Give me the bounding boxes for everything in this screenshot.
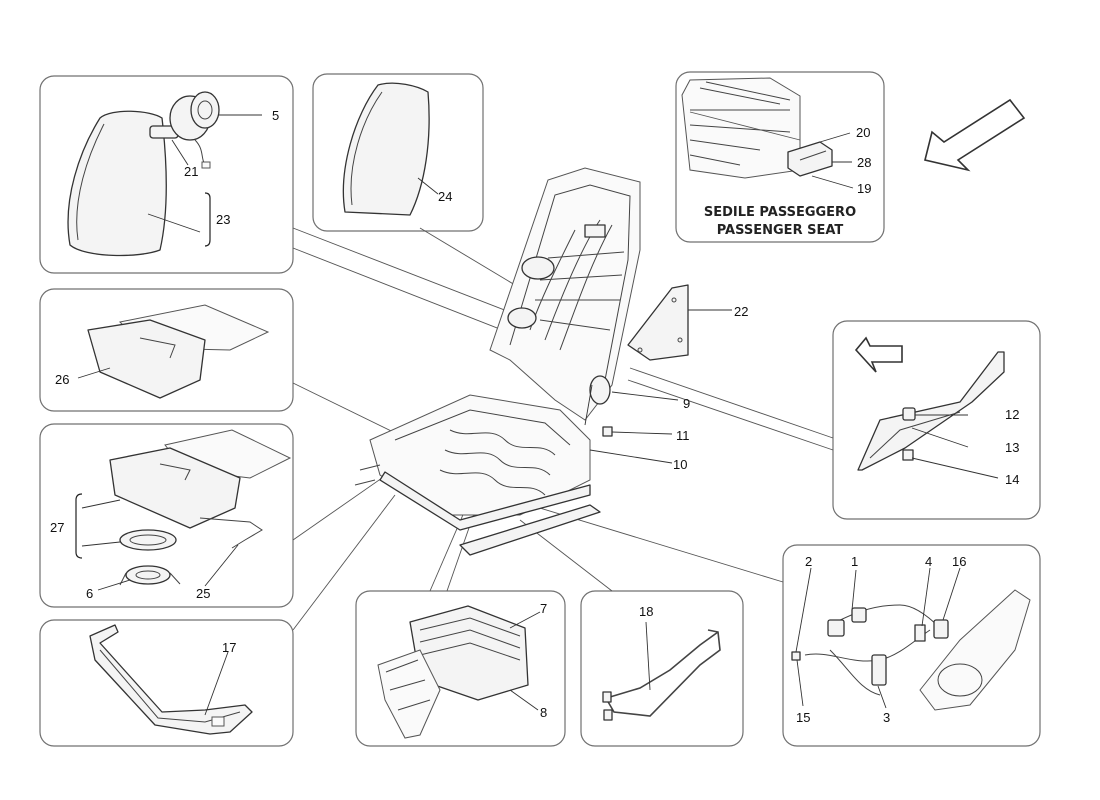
callout-8: 8 <box>540 705 547 720</box>
passenger-seat-drawing <box>681 77 854 189</box>
seat-cushion-drawing <box>77 304 270 399</box>
callout-15: 15 <box>796 710 810 725</box>
backrest-cover-drawing <box>342 82 439 216</box>
cable-drawing <box>602 621 721 721</box>
callout-17: 17 <box>222 640 236 655</box>
callout-21: 21 <box>184 164 198 179</box>
callout-6: 6 <box>86 586 93 601</box>
panel-cable <box>580 590 744 747</box>
callout-13: 13 <box>1005 440 1019 455</box>
callout-25: 25 <box>196 586 210 601</box>
callout-3: 3 <box>883 710 890 725</box>
callout-22: 22 <box>734 304 748 319</box>
wiring-harness-drawing <box>791 567 1031 711</box>
front-direction-arrow-icon <box>924 98 1026 172</box>
callout-11: 11 <box>676 428 690 443</box>
callout-12: 12 <box>1005 407 1019 422</box>
callout-10: 10 <box>673 457 687 472</box>
crossbar-drawing <box>89 624 253 735</box>
side-trim-drawing <box>854 336 1005 479</box>
callout-19: 19 <box>857 181 871 196</box>
callout-7: 7 <box>540 601 547 616</box>
headrest-drawing <box>67 91 262 257</box>
panel-connector-lines <box>292 121 834 631</box>
callout-18: 18 <box>639 604 653 619</box>
callout-20: 20 <box>856 125 870 140</box>
callout-14: 14 <box>1005 472 1019 487</box>
callout-5: 5 <box>272 108 279 123</box>
callout-16: 16 <box>952 554 966 569</box>
callout-28: 28 <box>857 155 871 170</box>
callout-4: 4 <box>925 554 932 569</box>
callout-24: 24 <box>438 189 452 204</box>
seat-assembly-drawing <box>354 167 732 556</box>
passenger-seat-label-en: PASSENGER SEAT <box>717 223 844 238</box>
callout-2: 2 <box>805 554 812 569</box>
frame-module-drawing <box>377 605 541 739</box>
callout-27: 27 <box>50 520 64 535</box>
passenger-seat-label-it: SEDILE PASSEGGERO <box>704 205 856 220</box>
callout-26: 26 <box>55 372 69 387</box>
heated-cushion-drawing <box>75 429 292 591</box>
callout-9: 9 <box>683 396 690 411</box>
callout-23: 23 <box>216 212 230 227</box>
callout-1: 1 <box>851 554 858 569</box>
